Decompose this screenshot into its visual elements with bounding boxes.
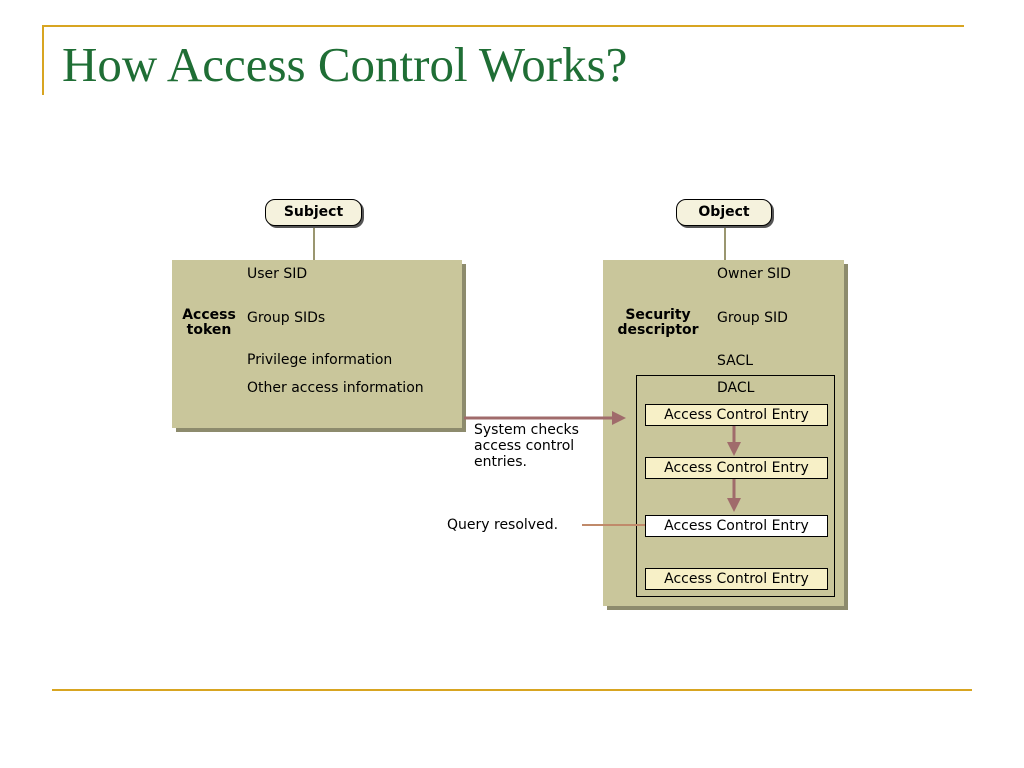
object-connector xyxy=(724,226,726,262)
sacl-field: SACL xyxy=(717,353,754,369)
dacl-label: DACL xyxy=(717,380,755,396)
check-arrow xyxy=(464,411,626,425)
group-sid-field: Group SID xyxy=(717,310,788,326)
system-checks-annotation: System checks access control entries. xyxy=(474,422,579,470)
subject-connector xyxy=(313,226,315,262)
security-descriptor-panel xyxy=(603,260,844,606)
left-rule xyxy=(42,25,44,95)
access-control-entry-1: Access Control Entry xyxy=(645,404,828,426)
access-control-entry-3: Access Control Entry xyxy=(645,515,828,537)
other-access-information-field: Other access information xyxy=(247,380,424,396)
object-pill: Object xyxy=(676,199,772,226)
query-resolved-annotation: Query resolved. xyxy=(447,517,559,533)
bottom-rule xyxy=(52,689,972,691)
security-descriptor-label: Security descriptor xyxy=(617,307,699,338)
down-arrow-2 xyxy=(727,479,741,512)
subject-pill: Subject xyxy=(265,199,362,226)
privilege-information-field: Privilege information xyxy=(247,352,393,368)
access-token-label: Access token xyxy=(182,307,236,338)
group-sids-field: Group SIDs xyxy=(247,310,326,326)
access-control-entry-4: Access Control Entry xyxy=(645,568,828,590)
slide-title: How Access Control Works? xyxy=(62,37,628,92)
user-sid-field: User SID xyxy=(247,266,308,282)
owner-sid-field: Owner SID xyxy=(717,266,791,282)
down-arrow-1 xyxy=(727,426,741,456)
access-token-panel xyxy=(172,260,462,428)
access-control-entry-2: Access Control Entry xyxy=(645,457,828,479)
top-rule xyxy=(42,25,964,27)
dacl-box xyxy=(636,375,835,597)
